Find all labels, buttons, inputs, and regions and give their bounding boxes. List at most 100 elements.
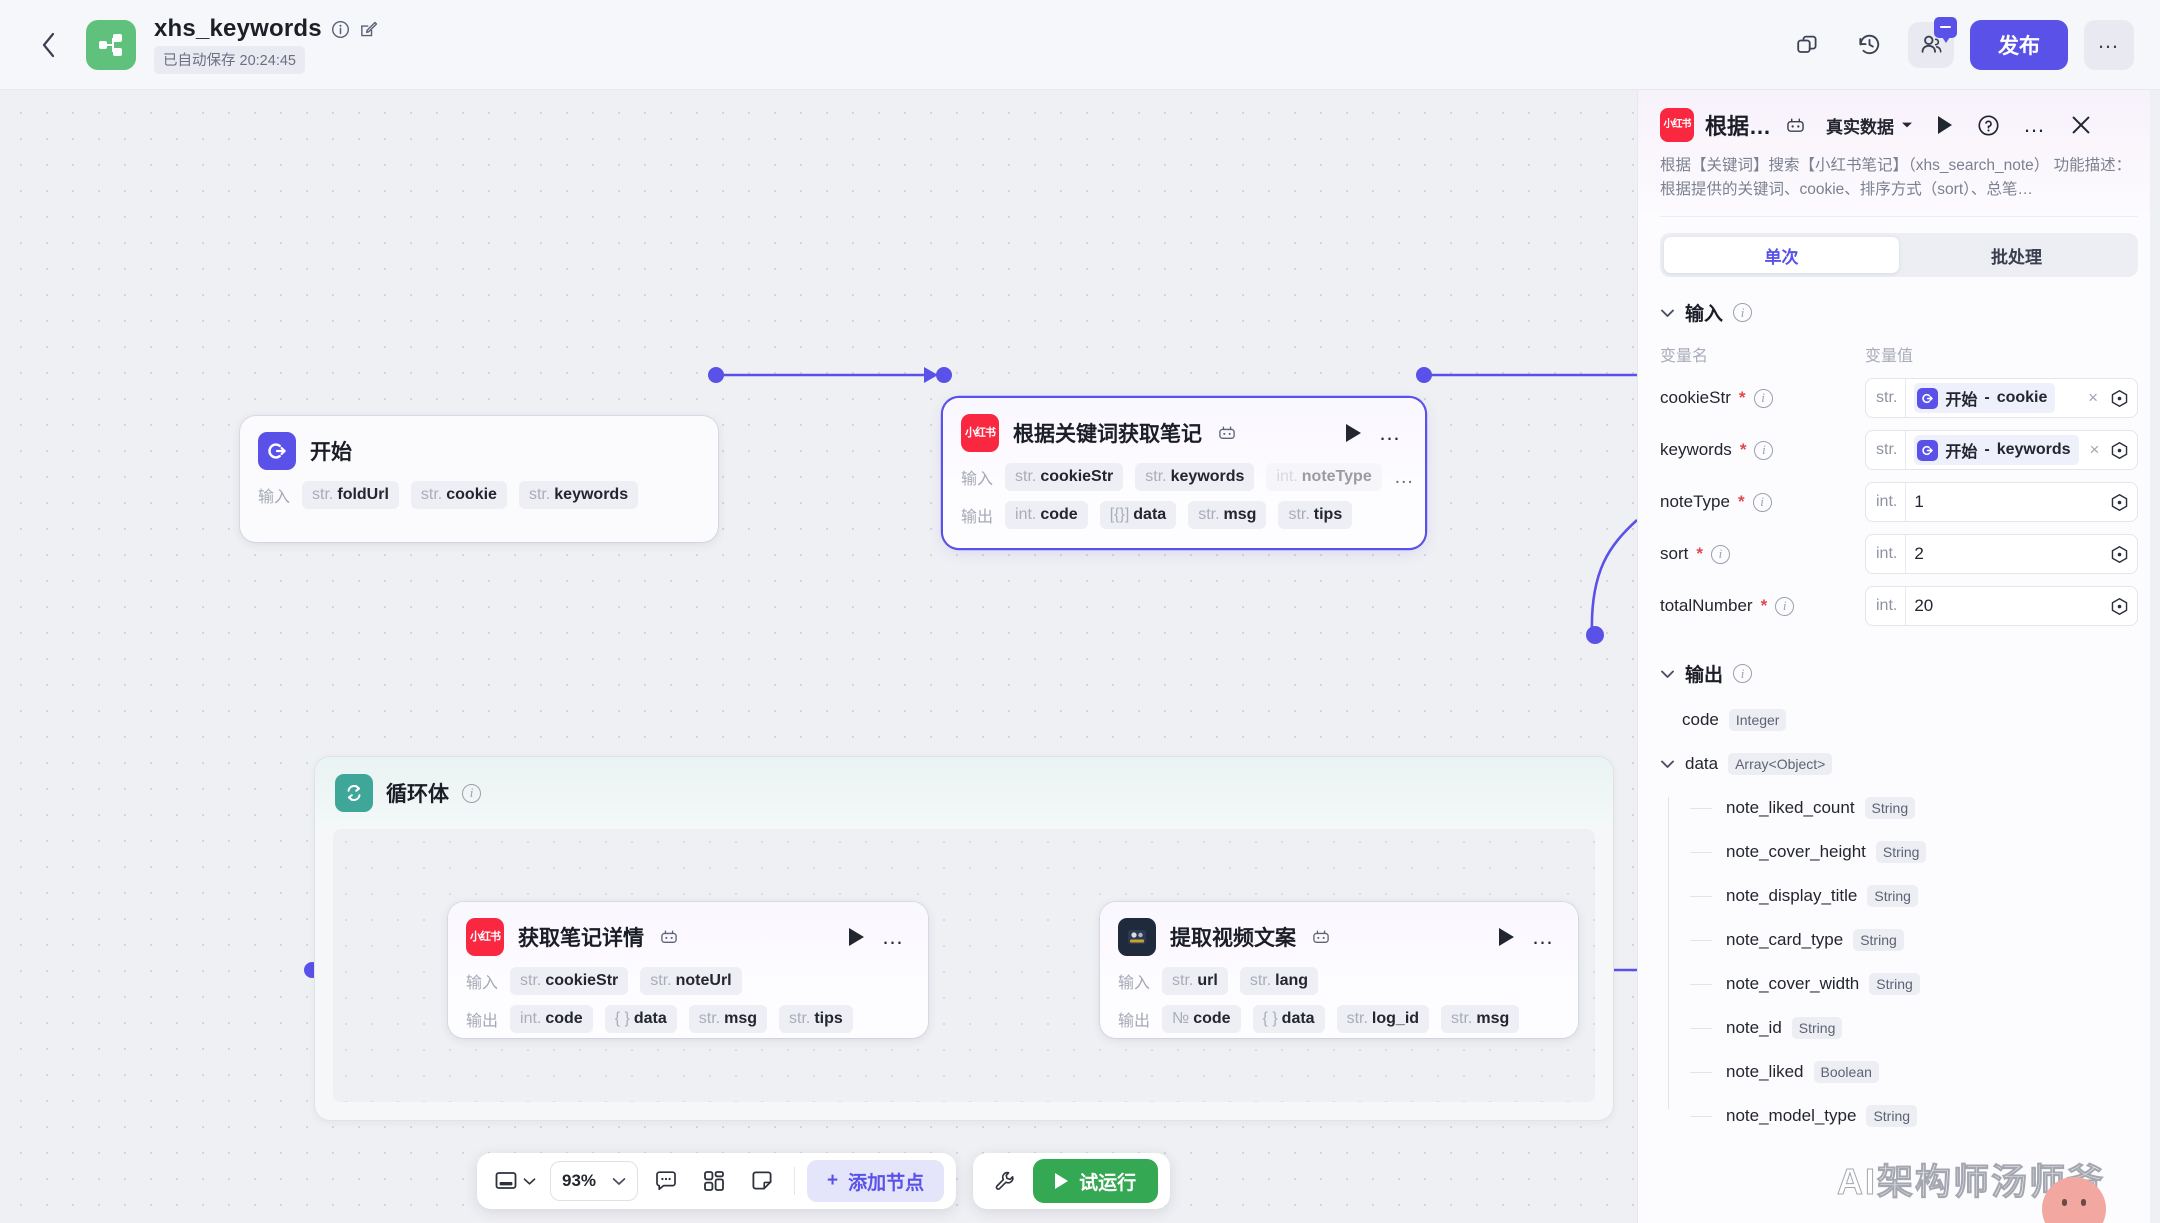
workflow-canvas[interactable]: 开始 输入 str.foldUrl str.cookie str.keyword…	[0, 90, 1637, 1223]
history-clock-icon[interactable]	[1846, 22, 1892, 68]
more-horizontal-icon[interactable]: …	[1531, 924, 1556, 949]
chevron-down-icon[interactable]	[1660, 669, 1675, 679]
comment-button[interactable]	[646, 1161, 686, 1201]
inputs-overflow-icon[interactable]: …	[1393, 466, 1416, 488]
value-body: 20	[1906, 596, 2110, 616]
info-icon[interactable]: i	[1733, 303, 1753, 323]
node-note-detail-title: 获取笔记详情	[518, 927, 644, 950]
publish-button[interactable]: 发布	[1970, 19, 2068, 70]
info-icon[interactable]: i	[1710, 544, 1730, 564]
output-name: note_cover_height	[1726, 842, 1866, 862]
info-icon[interactable]	[331, 20, 350, 39]
tab-single[interactable]: 单次	[1664, 237, 1899, 274]
workflow-logo-icon	[86, 19, 136, 70]
variable-value-field[interactable]: int. 1	[1865, 482, 2138, 523]
duplicate-icon[interactable]	[1784, 22, 1830, 68]
info-icon[interactable]: i	[1753, 388, 1773, 408]
node-start-header: 开始	[240, 416, 718, 476]
chevron-down-icon[interactable]	[1660, 308, 1675, 318]
output-section-header[interactable]: 输出 i	[1660, 660, 2138, 687]
info-icon[interactable]: i	[1752, 492, 1772, 512]
play-icon[interactable]	[1498, 928, 1514, 946]
panel-body[interactable]: 输入 i 变量名 变量值 cookieStr* i str.	[1638, 277, 2160, 1223]
output-name: note_cover_width	[1726, 974, 1860, 994]
set-value-icon[interactable]	[2110, 545, 2129, 564]
io-chip: str.log_id	[1336, 1005, 1430, 1033]
chevron-down-icon[interactable]	[1660, 759, 1675, 769]
wrench-button[interactable]	[985, 1161, 1025, 1201]
value-type: str.	[1866, 379, 1907, 418]
test-run-button[interactable]: 试运行	[1033, 1159, 1159, 1203]
fit-screen-button[interactable]	[489, 1161, 542, 1201]
tab-batch[interactable]: 批处理	[1991, 247, 2042, 267]
info-icon[interactable]: i	[462, 783, 481, 803]
output-name: note_card_type	[1726, 930, 1844, 950]
output-type: String	[1864, 797, 1916, 820]
variable-value-field[interactable]: str. 开始 - keywords	[1865, 430, 2138, 471]
play-icon[interactable]	[1345, 424, 1361, 442]
output-item-data[interactable]: data Array<Object>	[1660, 753, 2138, 776]
node-note-detail[interactable]: 小红书 获取笔记详情 … 输入 str.cookieStr	[448, 902, 928, 1038]
input-section-title: 输入	[1685, 304, 1724, 326]
set-value-icon[interactable]	[2110, 441, 2129, 460]
play-icon[interactable]	[848, 928, 864, 946]
grid-layout-button[interactable]	[694, 1161, 734, 1201]
node-start[interactable]: 开始 输入 str.foldUrl str.cookie str.keyword…	[240, 416, 718, 542]
chevron-down-icon	[1902, 122, 1913, 128]
output-name: note_liked_count	[1726, 798, 1855, 818]
variable-name: noteType* i	[1660, 492, 1865, 512]
data-mode-select[interactable]: 真实数据	[1826, 113, 1913, 138]
value-text[interactable]: 20	[1914, 596, 1934, 616]
variable-value-field[interactable]: str. 开始 - cookie	[1865, 378, 2138, 419]
node-video-copy[interactable]: 提取视频文案 … 输入 str.url str.lang	[1100, 902, 1578, 1038]
output-child-item: note_model_type String	[1682, 1105, 2138, 1128]
panel-edge-strip	[2150, 90, 2160, 1223]
set-value-icon[interactable]	[2110, 493, 2129, 512]
zoom-level-select[interactable]: 93%	[550, 1161, 639, 1201]
io-chip: str.msg	[688, 1005, 767, 1033]
more-horizontal-icon[interactable]: …	[1378, 420, 1403, 445]
node-loop-body[interactable]: 循环体 i	[314, 756, 1614, 1121]
node-search-notes[interactable]: 小红书 根据关键词获取笔记 … 输入 str.cookieStr	[943, 398, 1425, 548]
add-node-button[interactable]: + 添加节点	[807, 1160, 945, 1202]
panel-run-button[interactable]	[1938, 116, 1953, 134]
edit-pencil-icon[interactable]	[359, 20, 378, 39]
value-text[interactable]: 2	[1914, 544, 1924, 564]
io-chip: str.noteUrl	[640, 967, 742, 995]
close-icon[interactable]	[2070, 114, 2092, 136]
close-small-icon[interactable]: ×	[2089, 440, 2100, 460]
collaborators-icon[interactable]	[1908, 16, 1957, 68]
variable-value-field[interactable]: int. 2	[1865, 534, 2138, 575]
xiaohongshu-icon: 小红书	[466, 918, 504, 956]
help-circle-icon[interactable]	[1977, 114, 2000, 137]
reference-pill[interactable]: 开始 - cookie	[1914, 383, 2056, 414]
set-value-icon[interactable]	[2110, 597, 2129, 616]
column-variable-name: 变量名	[1660, 348, 1709, 366]
info-icon[interactable]: i	[1754, 440, 1774, 460]
value-type: int.	[1866, 535, 1907, 574]
io-chip: str.cookieStr	[1005, 463, 1124, 491]
sticky-note-button[interactable]	[742, 1161, 782, 1201]
info-icon[interactable]: i	[1775, 596, 1795, 616]
reference-pill[interactable]: 开始 - keywords	[1914, 435, 2079, 466]
more-horizontal-icon[interactable]: …	[2023, 112, 2048, 137]
input-section-header[interactable]: 输入 i	[1660, 299, 2138, 326]
variable-value-field[interactable]: int. 20	[1865, 586, 2138, 627]
comment-icon	[656, 1171, 676, 1191]
more-horizontal-icon[interactable]: …	[881, 924, 906, 949]
value-text[interactable]: 1	[1914, 492, 1924, 512]
plugin-icon	[660, 929, 678, 945]
start-node-icon	[1917, 439, 1939, 461]
set-value-icon[interactable]	[2110, 389, 2129, 408]
close-small-icon[interactable]: ×	[2088, 388, 2098, 408]
node-search-notes-actions: …	[1345, 420, 1408, 445]
more-horizontal-icon[interactable]: …	[2084, 19, 2134, 70]
output-type: String	[1869, 973, 1920, 996]
back-button[interactable]	[28, 25, 68, 65]
outputs-label: 输出	[1118, 1013, 1151, 1030]
node-note-detail-inputs: 输入 str.cookieStr str.noteUrl	[448, 962, 928, 1000]
value-body: 开始 - cookie ×	[1906, 383, 2110, 414]
assistant-fab-button[interactable]	[2042, 1177, 2106, 1223]
info-icon[interactable]: i	[1733, 664, 1753, 684]
output-child-item: note_cover_width String	[1682, 973, 2138, 996]
